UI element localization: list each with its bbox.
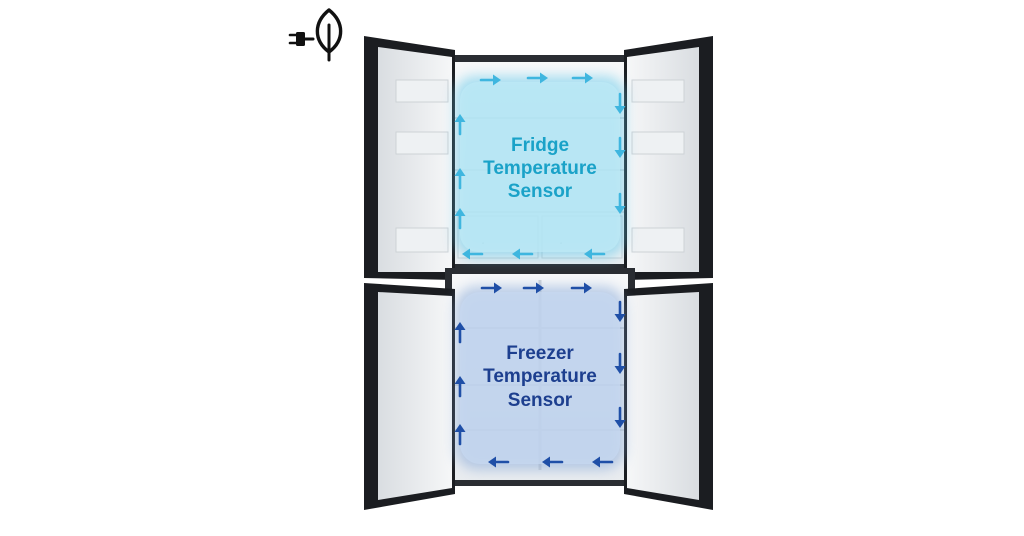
- freezer-right-door-panel: [627, 292, 699, 500]
- freezer-arrow: [570, 282, 592, 294]
- fridge-arrow: [454, 208, 466, 230]
- door-bin: [395, 79, 449, 103]
- freezer-arrow: [454, 376, 466, 398]
- plug-body: [296, 32, 305, 46]
- fridge-airflow-arrows: [454, 72, 626, 260]
- fridge-arrow: [614, 192, 626, 214]
- fridge-arrow: [584, 248, 606, 260]
- freezer-zone-fill: [460, 292, 620, 464]
- freezer-arrow: [454, 322, 466, 344]
- freezer-arrow: [480, 282, 502, 294]
- freezer-arrow: [614, 406, 626, 428]
- fridge-right-door-panel: [627, 47, 699, 272]
- door-bin: [631, 227, 685, 253]
- freezer-arrow: [522, 282, 544, 294]
- freezer-cooling-zone: [455, 286, 625, 470]
- plug-leaf-icon: [288, 8, 343, 62]
- freezer-arrow: [614, 352, 626, 374]
- freezer-arrow: [488, 456, 510, 468]
- freezer-left-door-panel: [378, 292, 452, 500]
- fridge-label-line-2: Temperature: [483, 158, 597, 179]
- freezer-label-line-2: Temperature: [483, 366, 597, 387]
- fridge-label-line-1: Fridge: [511, 135, 569, 156]
- fridge-cooling-zone: [455, 76, 625, 258]
- freezer-label-line-3: Sensor: [508, 390, 573, 411]
- fridge-arrow: [512, 248, 534, 260]
- fridge-arrow: [462, 248, 484, 260]
- door-bin: [631, 79, 685, 103]
- freezer-arrow: [454, 424, 466, 446]
- fridge-arrow: [454, 168, 466, 190]
- freezer-right-door: [624, 283, 713, 510]
- freezer-left-door: [364, 283, 455, 510]
- fridge-arrow: [479, 74, 501, 86]
- fridge-arrow: [454, 114, 466, 136]
- fridge-arrow: [614, 136, 626, 158]
- freezer-arrow: [592, 456, 614, 468]
- freezer-arrow: [614, 300, 626, 322]
- fridge-arrow: [614, 92, 626, 114]
- freezer-arrow: [542, 456, 564, 468]
- freezer-label-line-1: Freezer: [506, 343, 574, 364]
- door-bin: [395, 131, 449, 155]
- fridge-left-door: [364, 36, 455, 280]
- fridge-sensor-label: Fridge Temperature Sensor: [483, 135, 597, 202]
- door-bin: [631, 131, 685, 155]
- fridge-left-door-panel: [378, 47, 452, 272]
- fridge-arrow: [571, 72, 593, 84]
- fridge-zone-fill: [460, 82, 620, 252]
- freezer-sensor-label: Freezer Temperature Sensor: [483, 343, 597, 411]
- fridge-label-line-3: Sensor: [508, 181, 573, 202]
- fridge-right-door: [624, 36, 713, 280]
- door-bin: [395, 227, 449, 253]
- fridge-arrow: [526, 72, 548, 84]
- freezer-airflow-arrows: [454, 282, 626, 468]
